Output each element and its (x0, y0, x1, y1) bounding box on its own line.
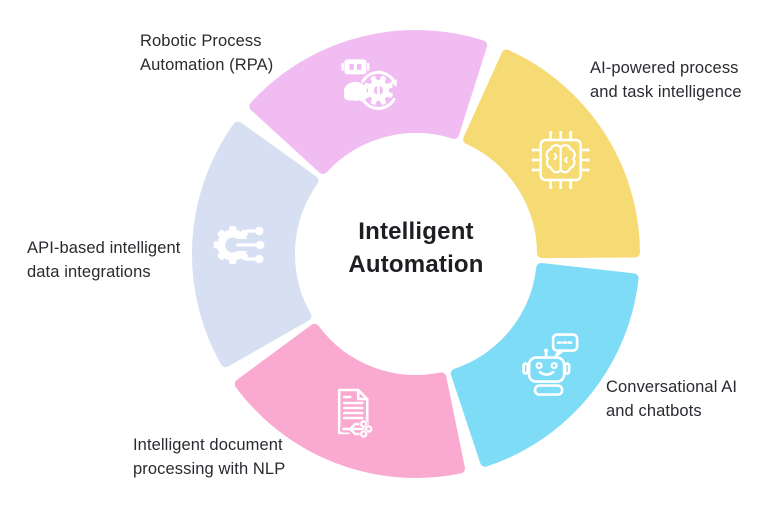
label-conversational-ai: Conversational AI and chatbots (606, 375, 737, 423)
chip-brain-icon (531, 131, 590, 189)
label-rpa-line1: Robotic Process (140, 32, 262, 50)
gear-network-icon (213, 226, 265, 264)
document-nlp-icon (337, 388, 373, 439)
label-chat-line2: and chatbots (606, 402, 702, 420)
chatbot-icon (522, 333, 579, 396)
label-document-processing: Intelligent document processing with NLP (133, 433, 285, 481)
label-doc-line1: Intelligent document (133, 436, 283, 454)
label-chat-line1: Conversational AI (606, 378, 738, 396)
segment-rpa (249, 30, 488, 174)
label-ai-line1: AI-powered process (590, 59, 739, 77)
chart-center-title: Intelligent Automation (266, 215, 566, 281)
title-line1: Intelligent (358, 218, 474, 245)
label-api-line1: API-based intelligent (27, 239, 181, 257)
label-api-integrations: API-based intelligent data integrations (27, 236, 180, 284)
title-line2: Automation (348, 251, 484, 278)
segment-conversational-ai (450, 263, 639, 467)
label-rpa: Robotic Process Automation (RPA) (140, 29, 273, 77)
label-doc-line2: processing with NLP (133, 460, 286, 478)
robot-automation-icon (341, 59, 397, 110)
label-rpa-line2: Automation (RPA) (140, 56, 274, 74)
segment-ai-intelligence (463, 49, 640, 259)
label-api-line2: data integrations (27, 263, 151, 281)
label-ai-line2: and task intelligence (590, 83, 742, 101)
label-ai-intelligence: AI-powered process and task intelligence (590, 56, 742, 104)
segment-document-processing (234, 323, 465, 478)
